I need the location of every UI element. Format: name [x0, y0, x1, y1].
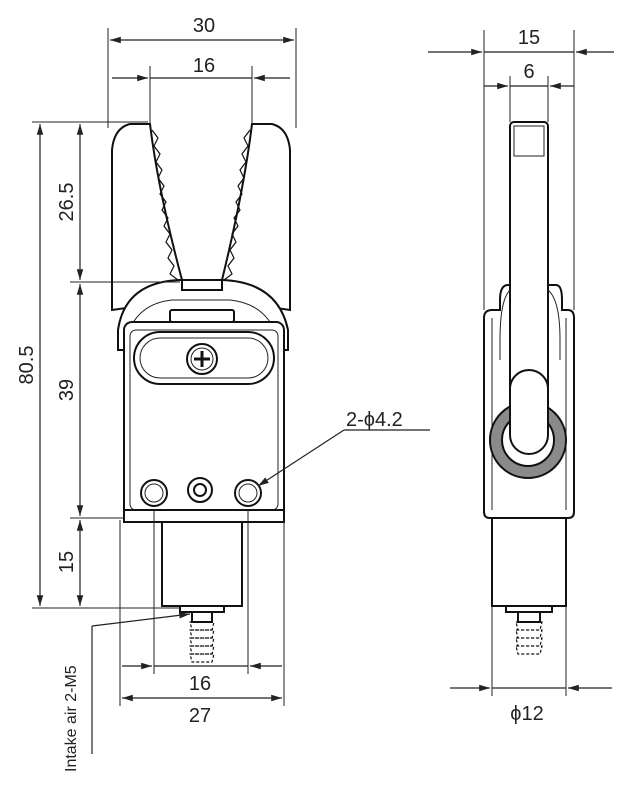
dim-width-outer: 30 [193, 15, 215, 37]
hole-callout: 2-ϕ4.2 [346, 409, 403, 431]
side-finger-tip [513, 125, 545, 157]
side-air-fitting [505, 605, 553, 655]
slot-plate [169, 309, 235, 323]
dim-base-inner: 16 [189, 673, 211, 695]
right-finger [221, 123, 291, 312]
body-lower-band [123, 509, 285, 523]
dim-height-jaw: 26.5 [56, 183, 78, 222]
side-dim-base-diameter: ϕ12 [510, 703, 543, 725]
right-finger-serration [223, 129, 251, 281]
mounting-holes [140, 477, 262, 507]
head-inner-edge [125, 299, 279, 341]
phillips-screw-icon [186, 343, 218, 375]
dim-height-total: 80.5 [16, 346, 38, 385]
side-dim-width-outer: 15 [518, 27, 540, 49]
side-dimensions: 15 6 ϕ12 [428, 27, 614, 725]
side-pivot-lines [499, 289, 561, 360]
side-dim-width-jaw: 6 [523, 61, 534, 83]
dim-height-body: 39 [56, 379, 78, 401]
cylinder-base [161, 521, 243, 607]
side-body-edges [491, 318, 567, 510]
front-view [111, 123, 291, 663]
side-cylinder-base [491, 517, 567, 607]
oval-window-inner [139, 337, 269, 379]
side-finger-lower [509, 369, 549, 455]
dim-width-jaw: 16 [193, 55, 215, 77]
dim-height-base: 15 [56, 551, 78, 573]
side-view [483, 121, 575, 655]
left-finger [111, 123, 183, 312]
air-fitting [179, 605, 225, 663]
dim-base-outer: 27 [189, 705, 211, 727]
jaw-guide [181, 279, 223, 291]
left-finger-serration [151, 129, 179, 281]
front-dimensions: 30 16 80.5 26.5 39 15 2-ϕ4.2 [16, 15, 430, 772]
intake-air-label: Intake air 2-M5 [63, 665, 80, 772]
